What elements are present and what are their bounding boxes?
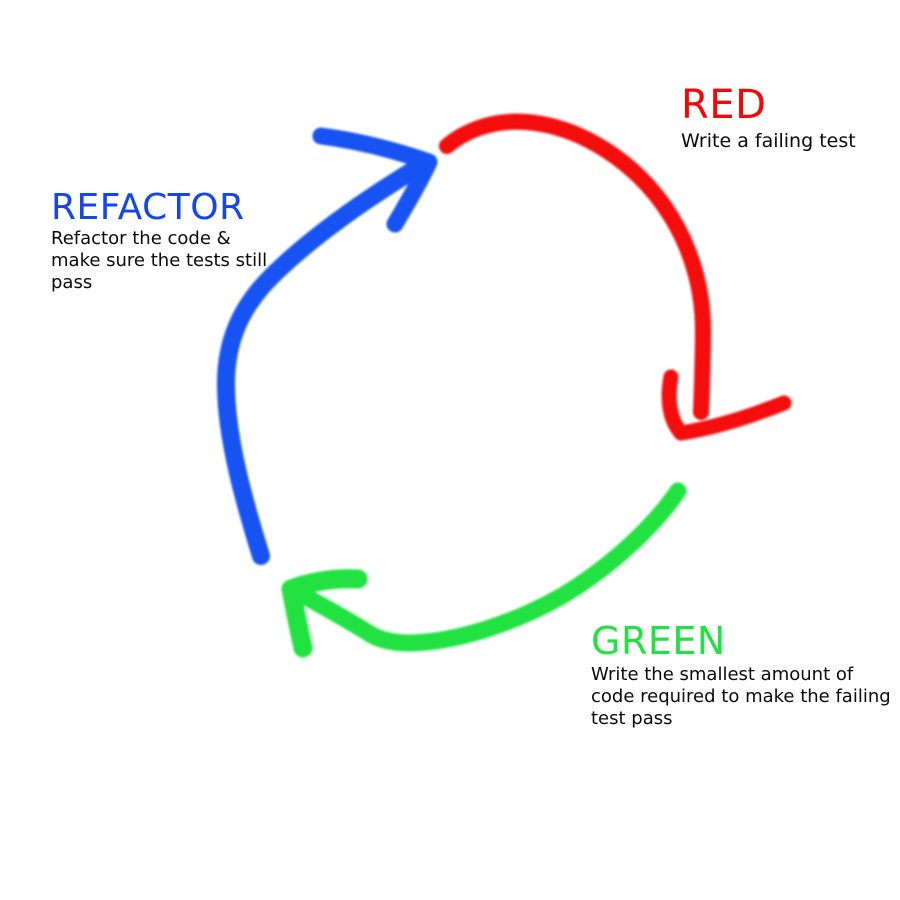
- description-line: Write the smallest amount of: [591, 663, 854, 685]
- green-step-title: GREEN: [591, 619, 726, 663]
- description-line: Write a failing test: [681, 130, 856, 152]
- green-arrowhead-icon: [281, 569, 368, 658]
- red-arrowhead-icon: [661, 369, 792, 441]
- blue-arrow: [216, 127, 438, 565]
- red-step-title: RED: [681, 82, 767, 128]
- green-arrow: [281, 482, 687, 658]
- description-line: test pass: [591, 707, 673, 729]
- blue-arrowhead-icon: [312, 127, 438, 233]
- refactor-step-label: REFACTOR Refactor the code & make sure t…: [51, 187, 267, 294]
- red-step-label: RED Write a failing test: [681, 82, 856, 152]
- red-arrow-arc: [439, 113, 711, 420]
- green-arrow-arc: [290, 482, 687, 652]
- green-step-description: Write the smallest amount of code requir…: [591, 664, 891, 730]
- refactor-step-title: REFACTOR: [51, 187, 245, 228]
- description-line: Refactor the code &: [51, 228, 231, 250]
- description-line: pass: [51, 272, 93, 294]
- red-step-description: Write a failing test: [681, 130, 856, 152]
- red-arrow: [439, 113, 792, 441]
- green-step-label: GREEN Write the smallest amount of code …: [591, 619, 891, 730]
- blue-arrow-arc: [216, 156, 431, 565]
- refactor-step-description: Refactor the code & make sure the tests …: [51, 228, 267, 294]
- description-line: make sure the tests still: [51, 250, 268, 272]
- description-line: code required to make the failing: [591, 685, 891, 707]
